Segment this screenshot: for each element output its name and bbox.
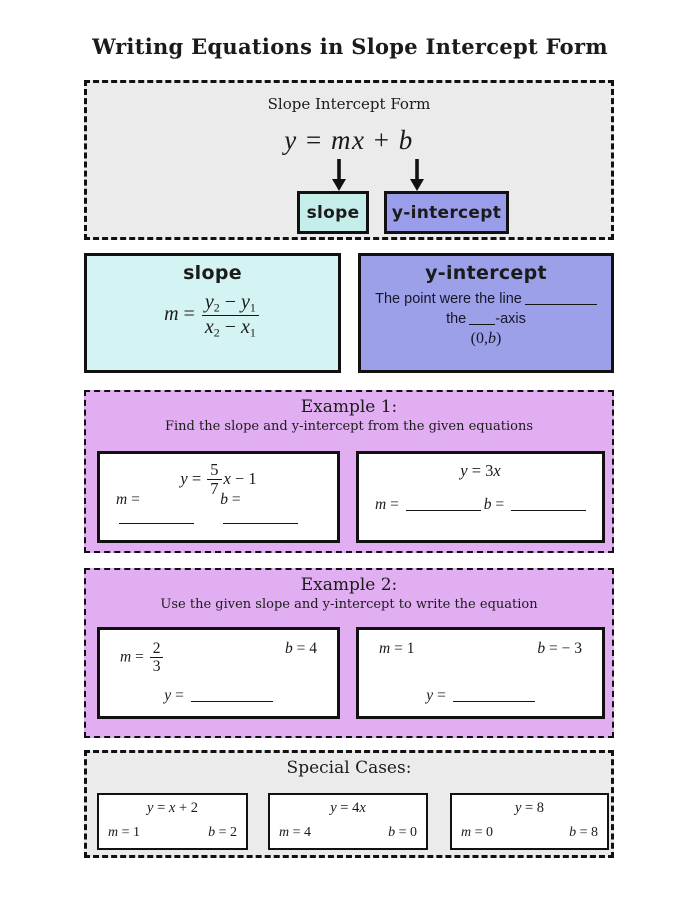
down-arrow-m-icon — [332, 159, 346, 191]
case-values-row: m = 0 b = 8 — [461, 825, 598, 841]
case-equation: y = 4x — [330, 800, 366, 816]
y-answer-blank: y = — [100, 687, 337, 705]
case-values-row: m = 1 b = 2 — [108, 825, 237, 841]
slope-intercept-equation: y = mx + b — [284, 125, 414, 155]
page-title: Writing Equations in Slope Intercept For… — [92, 34, 608, 59]
case-equation: y = x + 2 — [147, 800, 198, 816]
b-given-value: b = 4 — [285, 640, 317, 657]
y-intercept-definition-heading: y-intercept — [425, 262, 547, 284]
special-cases-heading: Special Cases: — [286, 758, 412, 778]
y-intercept-point: (0,b) — [470, 330, 502, 347]
y-intercept-tag: y-intercept — [384, 191, 509, 234]
b-answer-blank: b = — [220, 491, 321, 527]
example-2-heading: Example 2: — [300, 575, 398, 595]
m-value: m = 4 — [279, 825, 312, 840]
m-value: m = 0 — [461, 825, 494, 840]
y-intercept-definition-text: The point were the line the-axis (0,b) — [361, 289, 611, 349]
b-value: b = 2 — [208, 825, 237, 840]
b-value: b = 0 — [388, 825, 417, 840]
example-2-section: Example 2: Use the given slope and y-int… — [84, 568, 614, 738]
example-2-problem-2: m = 1 b = − 3 y = — [356, 627, 605, 719]
special-case-3: y = 8 m = 0 b = 8 — [450, 793, 609, 850]
down-arrow-b-icon — [410, 159, 424, 191]
y-intercept-definition-box: y-intercept The point were the line the-… — [358, 253, 614, 373]
m-given-value: m = 1 — [379, 640, 415, 657]
given-values-row: m = 1 b = − 3 — [379, 640, 582, 658]
b-value: b = 8 — [569, 825, 598, 840]
answer-row: m = b = — [116, 491, 321, 527]
example-1-problem-2: y = 3x m = b = — [356, 451, 605, 543]
special-cases-section: Special Cases: y = x + 2 m = 1 b = 2 y =… — [84, 750, 614, 858]
example-2-subtitle: Use the given slope and y-intercept to w… — [160, 597, 538, 612]
problem-equation: y = 3x — [460, 461, 501, 480]
slope-tag: slope — [297, 191, 369, 234]
special-case-1: y = x + 2 m = 1 b = 2 — [97, 793, 248, 850]
y-answer-blank: y = — [359, 687, 602, 705]
example-1-subtitle: Find the slope and y-intercept from the … — [164, 419, 533, 434]
y-intercept-line-1: The point were the line — [361, 289, 611, 309]
special-case-2: y = 4x m = 4 b = 0 — [268, 793, 428, 850]
b-answer-blank: b = — [484, 496, 586, 514]
case-equation: y = 8 — [514, 800, 545, 816]
example-1-heading: Example 1: — [300, 397, 398, 417]
answer-row: m = b = — [375, 496, 586, 514]
m-answer-blank: m = — [116, 491, 220, 527]
slope-intercept-form-section: Slope Intercept Form y = mx + b slope y-… — [84, 80, 614, 240]
m-value: m = 1 — [108, 825, 141, 840]
case-values-row: m = 4 b = 0 — [279, 825, 417, 841]
section-heading: Slope Intercept Form — [267, 95, 431, 113]
y-intercept-line-2: the-axis — [446, 311, 526, 327]
slope-definition-heading: slope — [183, 262, 242, 284]
example-1-section: Example 1: Find the slope and y-intercep… — [84, 390, 614, 553]
m-answer-blank: m = — [375, 496, 481, 514]
b-given-value: b = − 3 — [537, 640, 582, 657]
